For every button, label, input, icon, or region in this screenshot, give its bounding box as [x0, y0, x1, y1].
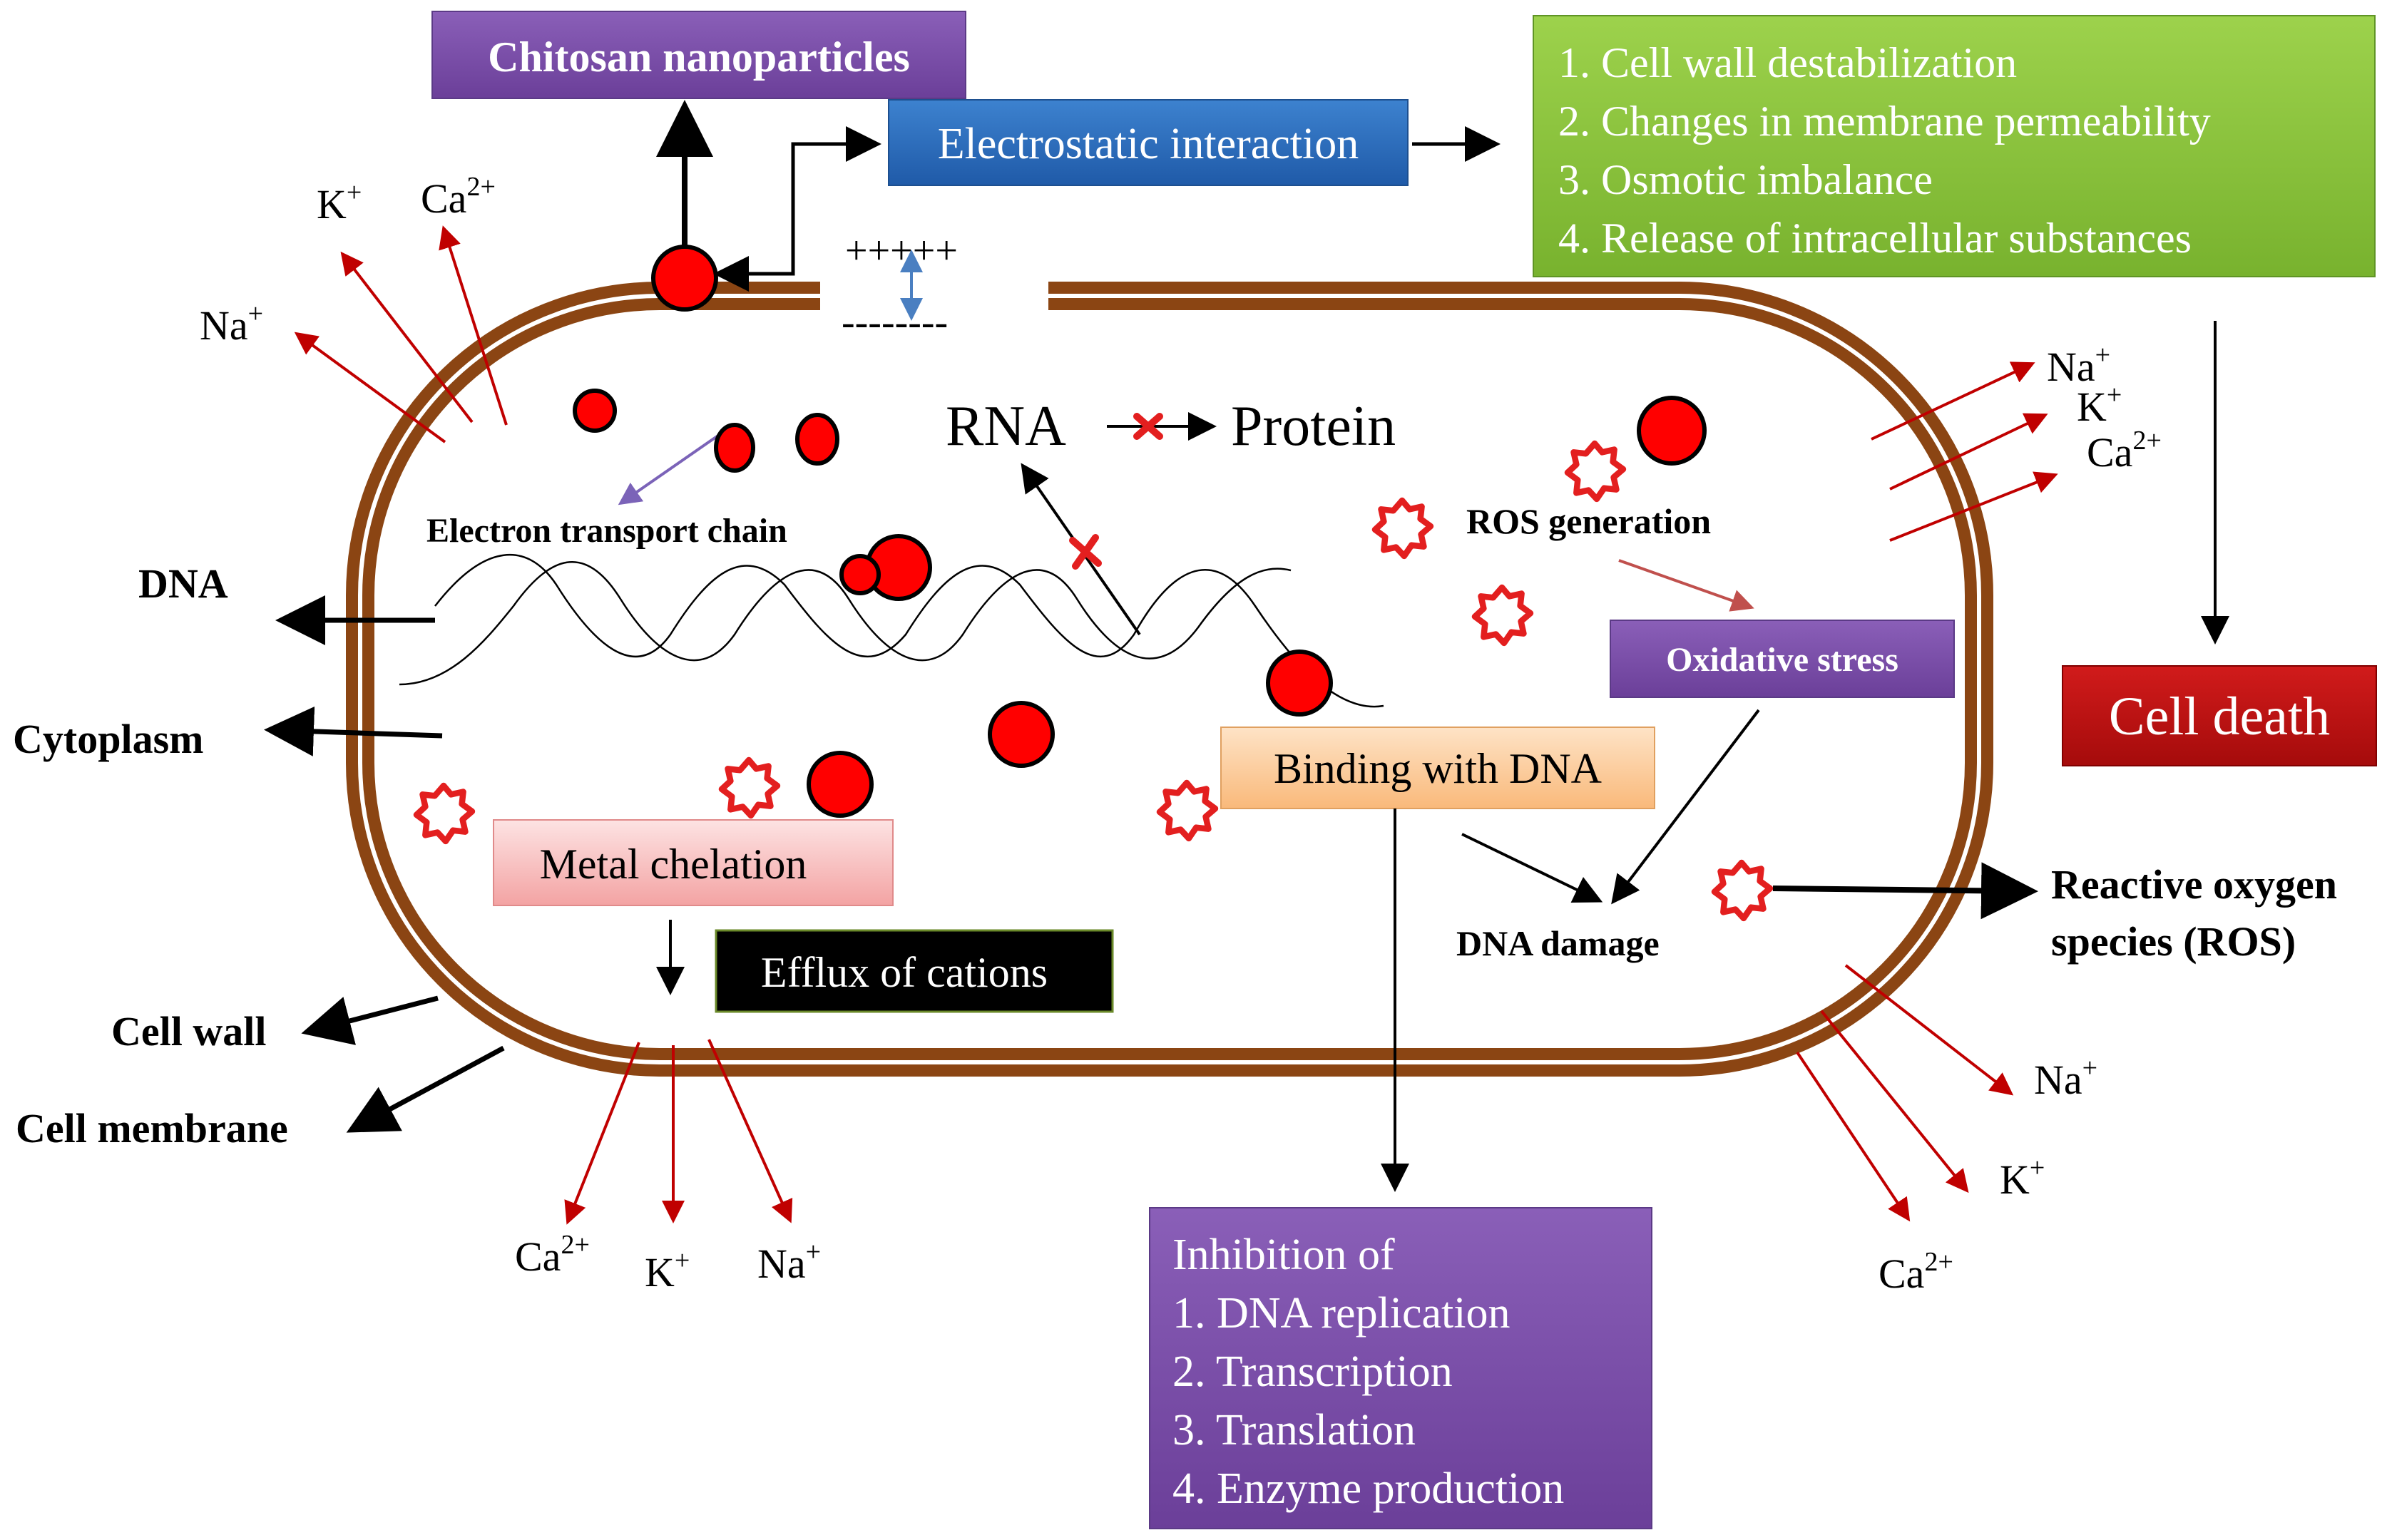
ros-generation-label: ROS generation — [1466, 501, 1711, 541]
protein-label: Protein — [1231, 395, 1396, 458]
ion-label-k: K+ — [645, 1246, 690, 1295]
metal-chelation-label: Metal chelation — [540, 841, 807, 888]
arrow-ros-label — [1772, 862, 2038, 920]
flow-arrows — [264, 100, 2229, 1192]
cell-death-label: Cell death — [2109, 687, 2330, 746]
arrow-cytoplasm-label — [264, 706, 443, 756]
arrow-binding-to-damage — [1461, 833, 1603, 903]
ros-icon — [1160, 783, 1215, 838]
blocked-x-icon — [1069, 534, 1102, 570]
ion-label-na: Na+ — [2034, 1053, 2097, 1103]
ion-arrow — [1796, 1051, 1911, 1222]
ion-arrow — [707, 1039, 793, 1223]
nanoparticle — [651, 245, 718, 312]
rna-label: RNA — [946, 395, 1066, 458]
inhibition-box: Inhibition of 1. DNA replication 2. Tran… — [1149, 1207, 1652, 1529]
chitosan-nanoparticles-box: Chitosan nanoparticles — [431, 11, 966, 99]
effect-item: 3. Osmotic imbalance — [1558, 156, 1933, 203]
cell-membrane-outline — [358, 294, 1981, 1064]
ros-icon — [1714, 863, 1770, 918]
ion-label-k: K+ — [2077, 380, 2122, 430]
cell-wall-side-label: Cell wall — [111, 1008, 266, 1054]
cell-membrane-side-label: Cell membrane — [16, 1105, 288, 1151]
bacterial-cell — [346, 274, 1993, 1077]
blocked-x-icon — [1133, 413, 1163, 440]
cell-death-box: Cell death — [2062, 665, 2377, 766]
ion-label-k: K+ — [2000, 1153, 2045, 1203]
ion-label-na: Na+ — [200, 299, 263, 349]
arrow-electrostatic — [719, 126, 881, 276]
inhibition-item: 2. Transcription — [1172, 1348, 1453, 1396]
dna-helix — [399, 553, 1384, 708]
ros-icon — [1475, 587, 1530, 643]
oxidative-stress-box: Oxidative stress — [1610, 620, 1955, 698]
ion-arrow — [1820, 1010, 1969, 1194]
binding-with-dna-label: Binding with DNA — [1274, 745, 1602, 792]
efflux-of-cations-box: Efflux of cations — [715, 929, 1114, 1013]
ion-arrow — [1889, 413, 2048, 491]
ion-arrow — [294, 332, 446, 443]
electron-transport-chain-label: Electron transport chain — [426, 512, 787, 550]
ion-efflux-arrows — [294, 225, 2058, 1225]
binding-with-dna-box: Binding with DNA — [1220, 727, 1655, 809]
electrostatic-interaction-label: Electrostatic interaction — [938, 120, 1359, 168]
effect-item: 4. Release of intracellular substances — [1558, 215, 2192, 262]
negative-charges: -------- — [842, 300, 948, 344]
ros-side-label-line2: species (ROS) — [2051, 918, 2296, 965]
ros-side-label-line1: Reactive oxygen — [2051, 861, 2337, 908]
nanoparticle — [988, 701, 1055, 768]
ion-arrow — [564, 1042, 640, 1225]
ion-arrow — [340, 251, 474, 423]
ion-label-k: K+ — [317, 178, 362, 227]
ion-arrow — [439, 225, 508, 426]
chitosan-nanoparticles-label: Chitosan nanoparticles — [488, 34, 910, 81]
nanoparticle — [1266, 650, 1333, 717]
positive-charges: +++++ — [845, 229, 958, 273]
ros-icon — [722, 760, 777, 816]
effect-item: 2. Changes in membrane permeability — [1558, 98, 2211, 145]
arrow-cell-membrane-label — [346, 1045, 505, 1133]
ion-arrow — [1844, 964, 2014, 1096]
ion-label-na: Na+ — [757, 1237, 821, 1287]
ion-label-ca: Ca2+ — [515, 1230, 590, 1280]
ion-label-ca: Ca2+ — [421, 172, 496, 222]
oxidative-stress-label: Oxidative stress — [1666, 641, 1898, 679]
ion-arrow — [1871, 361, 2035, 441]
efflux-of-cations-label: Efflux of cations — [761, 949, 1048, 996]
nanoparticle — [573, 389, 617, 433]
inhibition-heading: Inhibition of — [1172, 1231, 1395, 1279]
ion-label-ca: Ca2+ — [1879, 1247, 1953, 1297]
nanoparticle — [807, 751, 874, 818]
ros-icon — [1568, 443, 1623, 499]
cell-effects-box: 1. Cell wall destabilization 2. Changes … — [1533, 15, 2376, 277]
dna-side-label: DNA — [138, 560, 228, 607]
electrostatic-interaction-box: Electrostatic interaction — [888, 99, 1409, 186]
dna-damage-label: DNA damage — [1456, 923, 1660, 963]
nanoparticles — [573, 245, 1707, 818]
nanoparticle — [839, 554, 881, 595]
inhibition-item: 1. DNA replication — [1172, 1289, 1511, 1338]
metal-chelation-box: Metal chelation — [493, 819, 894, 906]
nanoparticle — [714, 423, 755, 473]
arrow-oxidative-to-damage — [1611, 709, 1760, 905]
nanoparticle — [1637, 396, 1707, 466]
arrow-ros-to-oxidative — [1618, 559, 1754, 612]
ion-label-na: Na+ — [2047, 340, 2110, 390]
nanoparticle — [795, 413, 839, 466]
cytoplasm-side-label: Cytoplasm — [13, 716, 203, 762]
effect-item: 1. Cell wall destabilization — [1558, 39, 2017, 86]
ion-arrow — [1889, 471, 2058, 542]
inhibition-item: 4. Enzyme production — [1172, 1464, 1564, 1513]
arrow-cell-wall-label — [301, 995, 439, 1045]
ros-icon — [416, 786, 472, 841]
inhibition-item: 3. Translation — [1172, 1406, 1416, 1454]
etc-arrow — [618, 431, 725, 505]
membrane-gap — [820, 274, 1048, 317]
ion-labels: K+ Ca2+ Na+ Ca2+ K+ Na+ Na+ K+ Ca2+ Na+ … — [200, 172, 2162, 1297]
ros-icon — [1375, 500, 1431, 556]
ion-label-ca: Ca2+ — [2087, 426, 2162, 476]
